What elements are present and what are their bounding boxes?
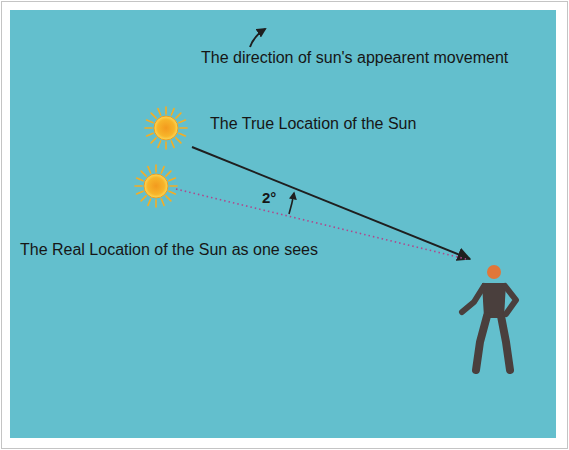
sun-ray <box>151 138 156 143</box>
sun-ray <box>158 109 161 115</box>
sun-ray <box>147 120 153 123</box>
sun-ray <box>165 142 167 149</box>
sun-ray <box>155 165 157 172</box>
sun-ray <box>169 178 175 181</box>
observer-figure <box>462 265 516 370</box>
sky-panel <box>10 10 556 438</box>
sun-ray <box>176 113 181 118</box>
sun-ray <box>169 191 175 194</box>
sun-ray <box>170 185 177 187</box>
sun-ray <box>137 178 143 181</box>
sun-ray <box>171 109 174 115</box>
sun-true <box>145 107 187 149</box>
sun-ray <box>179 120 185 123</box>
sun-ray <box>148 167 151 173</box>
sun-ray <box>161 167 164 173</box>
sun-ray <box>141 171 146 176</box>
sun-ray <box>137 191 143 194</box>
sun-ray <box>176 138 181 143</box>
observer-head <box>487 265 501 279</box>
sun-ray <box>147 133 153 136</box>
observer-leg <box>476 316 487 370</box>
sun-ray <box>166 196 171 201</box>
sun-disc <box>144 174 168 198</box>
seen-location-label: The Real Location of the Sun as one sees <box>20 240 318 259</box>
observer-arm <box>462 286 484 312</box>
sun-ray <box>155 200 157 207</box>
sun-ray <box>141 196 146 201</box>
sun-ray <box>180 127 187 129</box>
sun-ray <box>151 113 156 118</box>
sun-disc <box>154 116 178 140</box>
sun-ray <box>179 133 185 136</box>
observer-leg <box>501 316 510 370</box>
angle-arrow <box>289 193 294 214</box>
sun-ray <box>165 107 167 114</box>
sun-seen <box>135 165 177 207</box>
observer-arm <box>505 286 516 314</box>
sun-ray <box>161 199 164 205</box>
movement-arrow <box>250 29 265 47</box>
direction-label: The direction of sun's appearent movemen… <box>201 48 508 67</box>
sun-ray <box>166 171 171 176</box>
sun-ray <box>145 127 152 129</box>
sun-ray <box>158 141 161 147</box>
true-location-label: The True Location of the Sun <box>210 114 416 133</box>
angle-label: 2° <box>262 189 276 207</box>
sun-ray <box>135 185 142 187</box>
sun-ray <box>148 199 151 205</box>
sun-ray <box>171 141 174 147</box>
